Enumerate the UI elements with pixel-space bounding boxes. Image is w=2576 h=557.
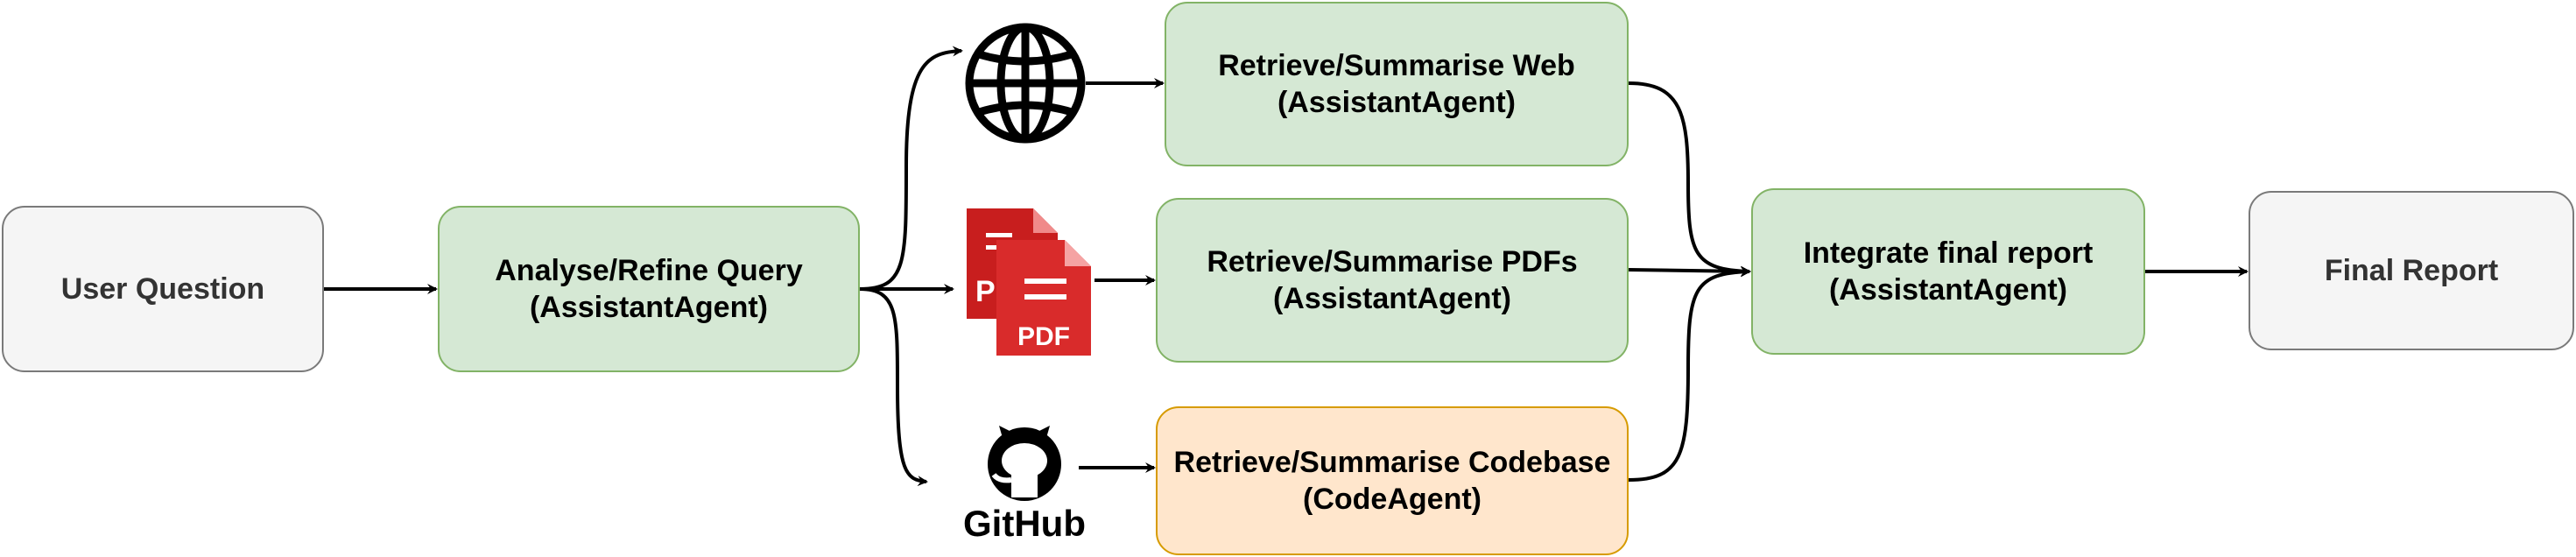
arrow-pdfs-to-integrate [1628, 265, 1751, 277]
node-analyse-refine-query: Analyse/Refine Query (AssistantAgent) [438, 206, 860, 372]
node-user-question: User Question [2, 206, 324, 372]
node-codebase-line2: (CodeAgent) [1303, 483, 1482, 516]
pdf-document-icon: P PDF [967, 208, 1091, 356]
node-analyse-line1: Analyse/Refine Query [495, 254, 803, 287]
node-retrieve-pdfs: Retrieve/Summarise PDFs (AssistantAgent) [1156, 198, 1629, 363]
node-pdfs-line1: Retrieve/Summarise PDFs [1207, 245, 1578, 278]
node-retrieve-web: Retrieve/Summarise Web (AssistantAgent) [1165, 2, 1629, 166]
node-integrate-line2: (AssistantAgent) [1828, 273, 2068, 307]
node-retrieve-codebase: Retrieve/Summarise Codebase (CodeAgent) [1156, 406, 1629, 555]
node-integrate-line1: Integrate final report [1803, 236, 2094, 270]
node-integrate-final-report: Integrate final report (AssistantAgent) [1751, 188, 2145, 355]
github-icon: GitHub [963, 426, 1086, 541]
arrow-analyse-to-web-icon [859, 46, 963, 291]
svg-text:P: P [975, 275, 996, 308]
node-web-line1: Retrieve/Summarise Web [1218, 49, 1575, 82]
node-codebase-line1: Retrieve/Summarise Codebase [1173, 446, 1611, 479]
arrow-analyse-to-github-icon [859, 287, 928, 487]
github-icon-text: GitHub [963, 503, 1086, 541]
pdf-icon-text: PDF [1017, 322, 1070, 351]
node-final-report-label: Final Report [2324, 254, 2499, 287]
node-final-report: Final Report [2249, 191, 2574, 350]
node-web-line2: (AssistantAgent) [1277, 86, 1517, 119]
node-user-question-label: User Question [60, 272, 265, 306]
node-pdfs-line2: (AssistantAgent) [1272, 282, 1512, 315]
globe-icon [965, 23, 1086, 144]
node-analyse-line2: (AssistantAgent) [529, 291, 769, 324]
arrow-web-to-integrate [1628, 81, 1751, 277]
arrow-codebase-to-integrate [1628, 266, 1751, 482]
